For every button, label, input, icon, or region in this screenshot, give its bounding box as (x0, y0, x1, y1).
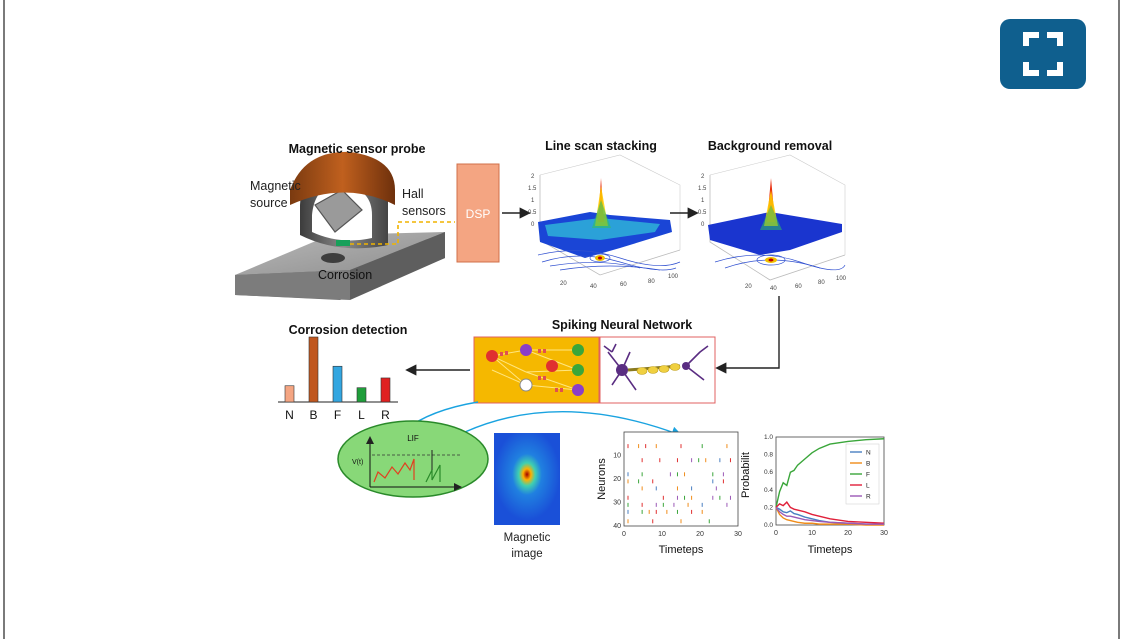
legend-label-b: B (866, 461, 870, 468)
svg-text:40: 40 (770, 286, 777, 292)
lif-label: LIF (407, 434, 419, 443)
magnetic-source-label-1: Magnetic (250, 179, 301, 193)
raster-xtick: 20 (696, 531, 704, 538)
prob-series-l (775, 501, 885, 524)
svg-text:20: 20 (560, 281, 567, 287)
raster-ylabel: Neurons (596, 458, 608, 500)
raster-ytick: 30 (613, 500, 621, 507)
prob-xtick: 30 (880, 530, 888, 537)
snn-title: Spiking Neural Network (552, 318, 692, 332)
svg-text:20: 20 (745, 284, 752, 290)
detection-tick-r: R (381, 408, 390, 422)
svg-text:80: 80 (818, 280, 825, 286)
svg-text:1.5: 1.5 (528, 186, 537, 192)
legend-label-l: L (866, 483, 870, 490)
prob-xtick: 0 (774, 530, 778, 537)
arrow-lif-to-raster (464, 411, 683, 438)
detection-tick-n: N (285, 408, 294, 422)
prob-series-f (775, 438, 885, 508)
prob-ytick: 1.0 (764, 434, 773, 441)
prob-ytick: 0.0 (764, 522, 773, 529)
background-removal-surface-plot: 2 1.5 1 0.5 0 20 40 60 80 100 (698, 154, 847, 292)
raster-ytick: 40 (613, 523, 621, 530)
detection-tick-f: F (334, 408, 341, 422)
detection-tick-b: B (309, 408, 317, 422)
magnetic-image (494, 433, 560, 525)
sensor-probe-illustration (235, 151, 455, 300)
raster-xtick: 0 (622, 531, 626, 538)
detection-bar-n (284, 385, 295, 403)
line-scan-surface-plot: 2 1.5 1 0.5 0 20 40 60 80 100 (528, 154, 681, 290)
prob-xlabel: Timeteps (808, 544, 853, 556)
raster-ytick: 10 (613, 453, 621, 460)
detection-bar-b (308, 336, 319, 403)
svg-text:60: 60 (795, 284, 802, 290)
detection-bar-l (356, 387, 367, 403)
fullscreen-icon (1023, 32, 1063, 76)
magnetic-source-label-2: source (250, 196, 288, 210)
svg-text:0.5: 0.5 (528, 210, 537, 216)
prob-ytick: 0.6 (764, 469, 773, 476)
svg-text:1: 1 (531, 198, 535, 204)
lif-neuron-panel (337, 420, 489, 498)
raster-xtick: 30 (734, 531, 742, 538)
vt-label: V(t) (352, 459, 363, 466)
arrow-background-to-snn (715, 296, 780, 374)
prob-ytick: 0.2 (764, 504, 773, 511)
raster-xlabel: Timeteps (659, 544, 704, 556)
prob-series-r (775, 506, 884, 525)
svg-text:80: 80 (648, 279, 655, 285)
svg-text:0: 0 (531, 222, 535, 228)
svg-text:2: 2 (531, 174, 535, 180)
page-frame (3, 0, 1120, 639)
hall-sensors-label-1: Hall (402, 187, 424, 201)
dsp-block (456, 163, 500, 263)
raster-ytick: 20 (613, 476, 621, 483)
prob-ytick: 0.8 (764, 452, 773, 459)
detection-tick-l: L (358, 408, 365, 422)
svg-text:0.5: 0.5 (698, 210, 707, 216)
probe-title: Magnetic sensor probe (289, 142, 426, 156)
svg-text:1: 1 (701, 198, 705, 204)
svg-text:60: 60 (620, 282, 627, 288)
hall-sensors-label-2: sensors (402, 204, 446, 218)
legend-label-n: N (866, 450, 871, 457)
fullscreen-button[interactable] (1000, 19, 1086, 89)
magnetic-image-label-1: Magnetic (504, 532, 551, 544)
line-scan-title: Line scan stacking (545, 139, 657, 153)
prob-series-b (775, 507, 884, 526)
corrosion-label: Corrosion (318, 268, 372, 282)
svg-text:2: 2 (701, 174, 705, 180)
svg-text:0: 0 (701, 222, 705, 228)
svg-text:100: 100 (668, 274, 679, 280)
svg-text:40: 40 (590, 284, 597, 290)
prob-xtick: 10 (808, 530, 816, 537)
legend-label-r: R (866, 494, 871, 501)
prob-ylabel: Probabilit (740, 452, 752, 498)
snn-network-diagram (473, 336, 716, 404)
legend-label-f: F (866, 472, 870, 479)
raster-xtick: 10 (658, 531, 666, 538)
spike-raster-plot: 0 10 20 30 10 20 30 40 (613, 431, 742, 538)
prob-ytick: 0.4 (764, 487, 773, 494)
detection-bar-r (380, 377, 391, 403)
magnetic-image-label-2: image (511, 548, 542, 560)
prob-xtick: 20 (844, 530, 852, 537)
svg-text:100: 100 (836, 276, 847, 282)
background-removal-title: Background removal (708, 139, 832, 153)
detection-title: Corrosion detection (289, 323, 408, 337)
dsp-label: DSP (466, 207, 491, 221)
svg-text:1.5: 1.5 (698, 186, 707, 192)
detection-bar-f (332, 365, 343, 403)
